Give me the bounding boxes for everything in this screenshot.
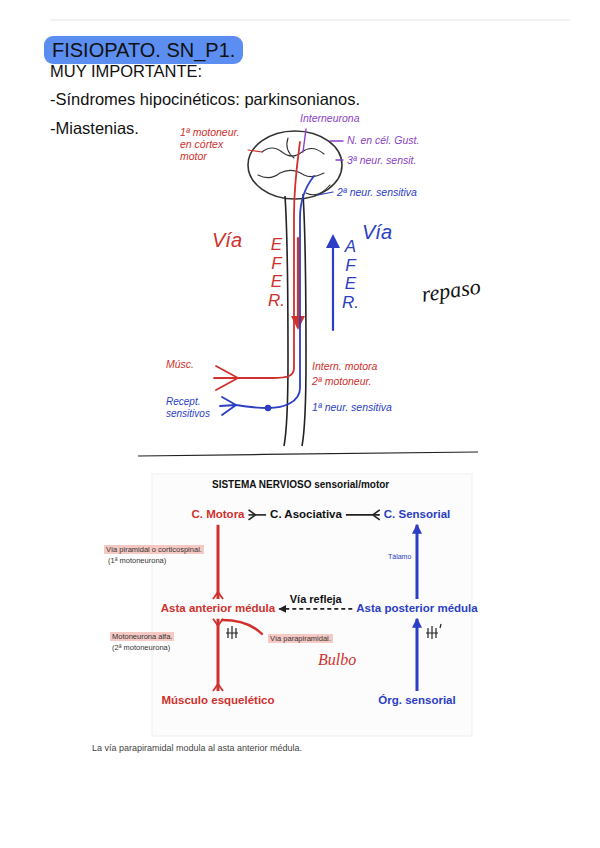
separator-line — [138, 452, 478, 456]
efferent-arrowhead — [291, 316, 305, 330]
muscle-branches — [214, 366, 238, 390]
figure-caption: La vía parapiramidal modula al asta ante… — [92, 743, 302, 754]
cord-outline — [284, 196, 288, 446]
receptor-icon — [426, 624, 441, 639]
sketch-label: 2ª neur. sensitiva — [337, 186, 417, 199]
sketch-label: N. en cél. Gust. — [347, 134, 419, 147]
pathway-connector — [249, 514, 267, 516]
pathway-connector — [217, 619, 220, 691]
efferent-pathway — [214, 142, 305, 390]
brain-sulcus — [287, 138, 294, 158]
sketch-label: 2ª motoneur. — [312, 375, 372, 388]
sketch-label: Interneurona — [300, 112, 360, 125]
bullet-text: -Síndromes hipocinéticos: parkinsonianos… — [50, 90, 360, 110]
afferent-arrowhead — [326, 234, 340, 248]
sketch-label: 1ª motoneur. en córtex motor — [180, 126, 246, 162]
pathway-connector — [415, 525, 418, 599]
page-rule — [50, 20, 570, 21]
node-text: C. Asociativa — [270, 508, 342, 522]
sketch-label: 3ª neur. sensit. — [347, 154, 416, 167]
bullet-text: -Miastenias. — [50, 119, 139, 139]
spindle-icon — [226, 626, 238, 639]
node-text: C. Motora — [191, 508, 244, 522]
leader-line — [318, 192, 333, 195]
efferent-arrow — [297, 238, 299, 318]
node-text: C. Sensorial — [384, 508, 450, 522]
sensory-neuron-line — [236, 176, 314, 408]
page-title: FISIOPATO. SN_P1. — [44, 36, 243, 64]
colored-term-node: C. Asociativa — [268, 507, 344, 523]
colored-term-node: Músculo esquelético — [159, 693, 276, 709]
handwritten-note: Bulbo — [318, 650, 356, 669]
pathway-connector — [217, 525, 220, 599]
node-text: Asta posterior médula — [356, 602, 477, 616]
pathway-note: Vía parapiramidal. — [268, 634, 333, 643]
sketch-label: 1ª neur. sensitiva — [312, 401, 392, 414]
sketch-label: Recept. sensitivos — [166, 396, 222, 419]
colored-term-node: Asta anterior médula — [159, 601, 277, 617]
pathway-note: Tálamo — [388, 553, 411, 561]
node-text: Asta anterior médula — [161, 602, 275, 616]
pathway-connector — [416, 619, 419, 691]
spinal-cord-sketch — [284, 194, 306, 446]
interneuron-marks — [303, 129, 343, 160]
afferent-arrow — [332, 246, 334, 330]
vertical-label: AFER. — [342, 238, 359, 313]
vertical-label: EFER. — [268, 236, 285, 311]
ganglion-dot — [265, 405, 271, 411]
colored-term-node: Órg. sensorial — [376, 693, 457, 709]
pathway-note: Vía piramidal o corticospinal. — [104, 545, 204, 554]
figure-heading: SISTEMA NERVIOSO sensorial/motor — [212, 479, 389, 491]
pathway-label: Vía — [362, 220, 392, 244]
pathway-note: (2ª motoneurona) — [112, 643, 170, 652]
leader-line — [330, 140, 343, 141]
spindle-icon — [226, 626, 238, 639]
pathway-connector — [346, 514, 380, 516]
pathway-label: Vía — [212, 228, 242, 252]
colored-term-node: C. Sensorial — [382, 507, 452, 523]
receptor-branches — [220, 397, 236, 415]
colored-term-node: C. Motora — [189, 507, 246, 523]
node-text: Músculo esquelético — [161, 694, 274, 708]
heading-text: MUY IMPORTANTE: — [50, 62, 202, 82]
brain-gyri — [262, 148, 324, 156]
receptor-icon — [426, 624, 441, 639]
pathway-connector — [279, 608, 352, 610]
pathway-note: (1ª motoneurona) — [108, 556, 166, 565]
connector-label: Vía refleja — [288, 593, 344, 606]
colored-term-node: Asta posterior médula — [354, 601, 479, 617]
leader-line — [336, 159, 343, 160]
handwritten-note: repaso — [420, 274, 482, 308]
sketch-label: Intern. motora — [312, 360, 377, 373]
interneuron-line — [303, 129, 306, 152]
motor-neuron-line — [238, 142, 300, 378]
sketch-label: Músc. — [166, 358, 194, 371]
pathway-note: Motoneurona alfa. — [110, 632, 174, 641]
leader-line — [248, 150, 262, 152]
node-text: Órg. sensorial — [378, 694, 455, 708]
